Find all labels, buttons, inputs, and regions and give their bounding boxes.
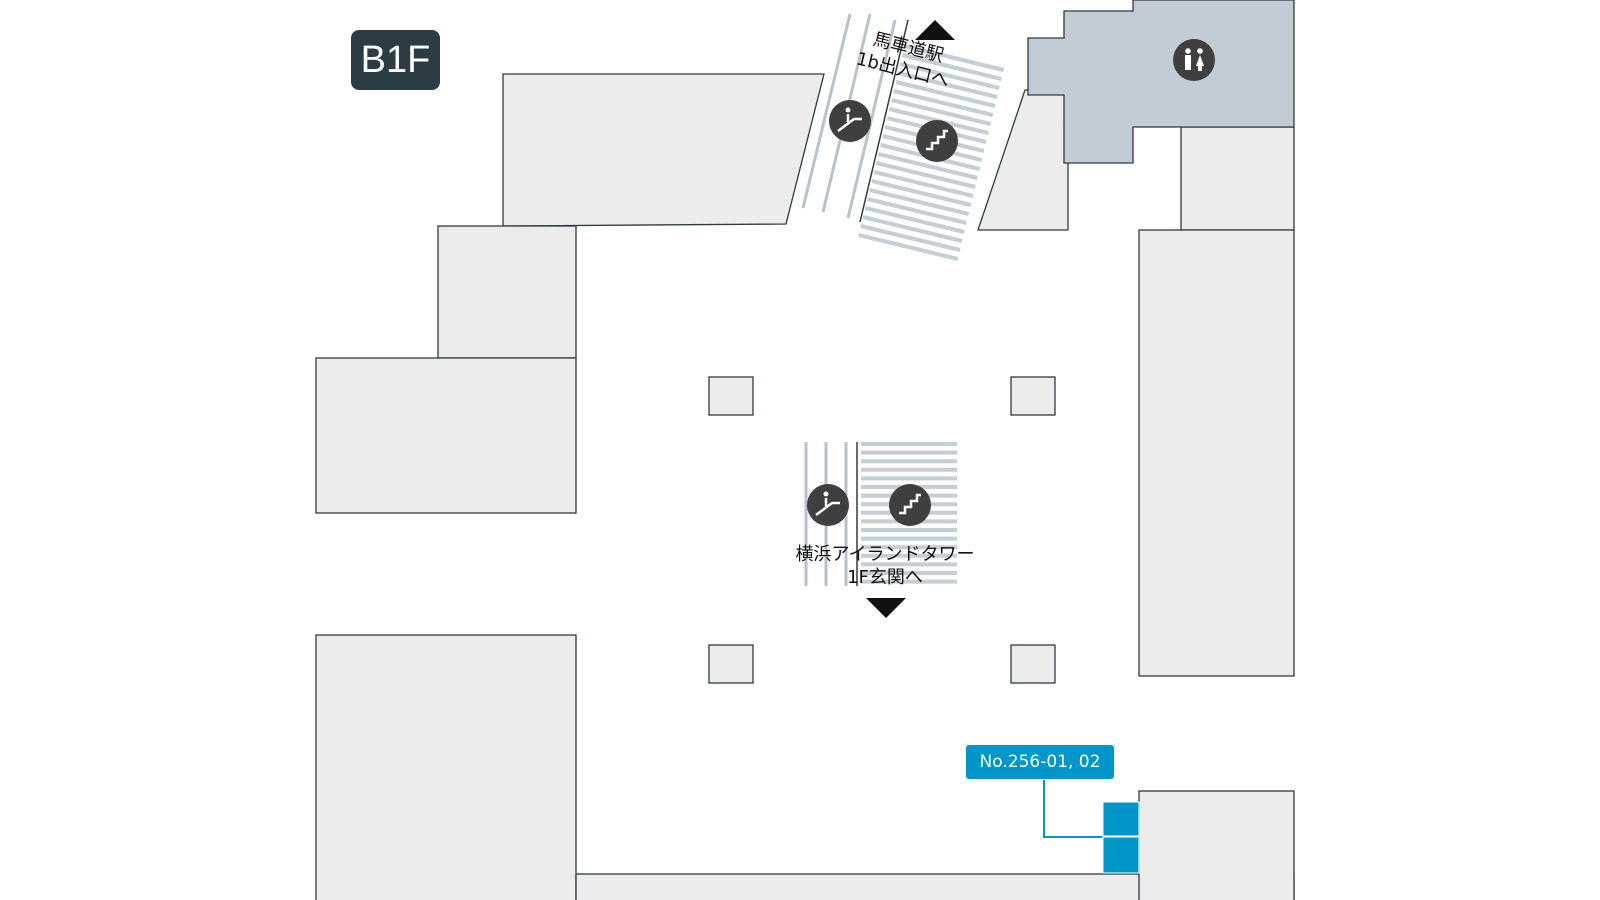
restroom-area	[1027, 0, 1295, 164]
escalator-icon	[829, 100, 871, 142]
pillar	[708, 644, 754, 684]
stair-step	[862, 215, 963, 243]
pillar	[708, 376, 754, 416]
building-block-right	[1138, 229, 1295, 677]
stair-step	[891, 98, 992, 126]
coin-locker-01[interactable]	[1102, 801, 1140, 837]
south-exit-label: 横浜アイランドタワー 1F玄関へ	[780, 543, 990, 589]
stairs-icon	[889, 484, 931, 526]
building-block-lower-right	[1138, 790, 1295, 900]
stair-step	[858, 233, 959, 261]
restroom-icon	[1173, 39, 1215, 81]
locker-number-tag[interactable]: No.256-01, 02	[966, 745, 1114, 779]
building-block-left	[315, 357, 577, 514]
building-block-upper-right	[1180, 126, 1295, 231]
south-direction-arrow	[866, 598, 906, 618]
stair-step	[897, 71, 998, 99]
north-stair-steps	[858, 44, 1005, 261]
building-block-upper-left	[502, 73, 825, 227]
stair-step	[873, 170, 974, 198]
stair-step	[860, 224, 961, 252]
south-exit-line-1: 横浜アイランドタワー	[795, 544, 975, 565]
stair-step	[899, 62, 1000, 90]
pillar	[1010, 376, 1056, 416]
coin-locker-02[interactable]	[1102, 836, 1140, 874]
building-block-left-step	[437, 225, 577, 359]
south-exit-line-2: 1F玄関へ	[847, 567, 923, 588]
stair-step	[895, 80, 996, 108]
stairs-icon	[916, 120, 958, 162]
stair-step	[867, 197, 967, 225]
stair-step	[875, 161, 976, 189]
stair-step	[902, 53, 1002, 81]
stair-step	[904, 44, 1005, 72]
north-divider	[859, 19, 909, 223]
stair-step	[877, 152, 978, 180]
stair-step	[893, 89, 994, 117]
locker-leader-line	[1043, 780, 1105, 838]
center-stair-steps	[861, 442, 957, 584]
stair-step	[864, 206, 965, 234]
escalator-icon	[807, 484, 849, 526]
building-block-lower-left	[315, 634, 577, 900]
stair-step	[869, 188, 970, 216]
north-direction-arrow	[915, 20, 955, 40]
pillar	[1010, 644, 1056, 684]
floor-level-badge: B1F	[351, 30, 440, 90]
stair-step	[871, 179, 972, 207]
building-block-stair-right	[977, 89, 1069, 231]
